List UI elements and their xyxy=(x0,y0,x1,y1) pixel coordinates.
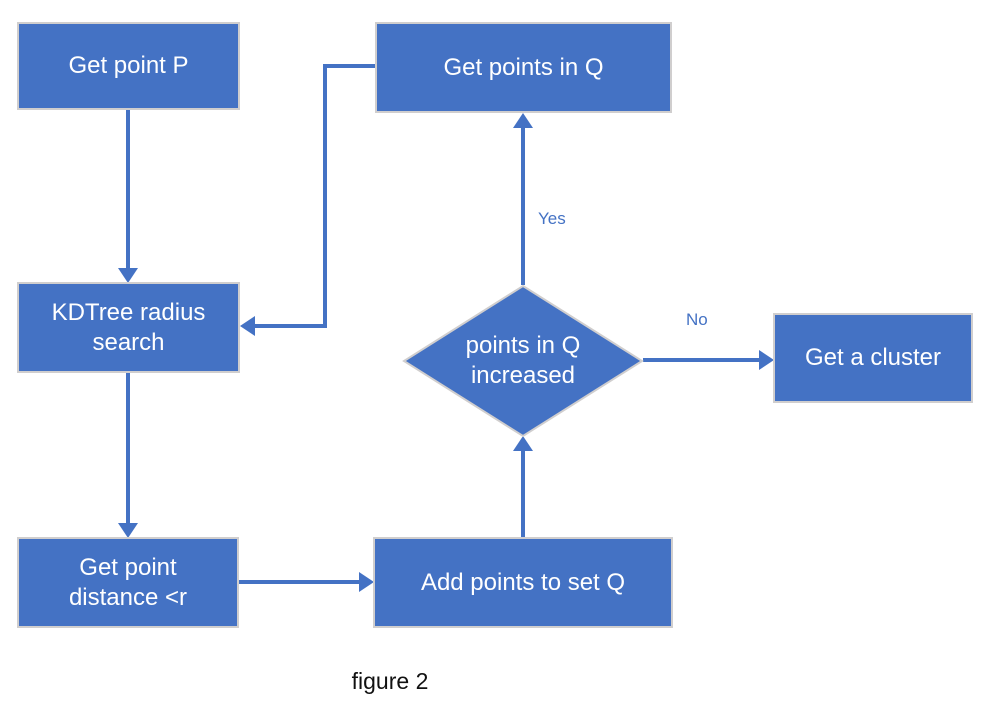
node-add-points-to-set-q: Add points to set Q xyxy=(373,537,673,628)
edge-getpointp-to-kdtree xyxy=(118,110,138,283)
decision-diamond-shape xyxy=(402,284,644,438)
arrowhead-left-icon xyxy=(240,316,255,336)
node-get-a-cluster-label: Get a cluster xyxy=(804,344,942,371)
node-get-a-cluster: Get a cluster xyxy=(773,313,973,403)
edge-addpoints-to-decision xyxy=(513,436,533,537)
node-get-point-p-label: Get point P xyxy=(68,52,189,79)
node-get-point-distance-label: Get point distance <r xyxy=(68,553,188,611)
arrowhead-up-icon xyxy=(513,436,533,451)
edge-decision-to-getpointsinq-yes xyxy=(513,113,533,285)
edge-kdtree-to-distance xyxy=(118,373,138,538)
arrowhead-right-icon xyxy=(359,572,374,592)
node-points-in-q-increased-label: points in Q increased xyxy=(465,332,581,389)
edge-decision-to-cluster-no xyxy=(643,350,774,370)
edge-getpointsinq-to-kdtree-loop xyxy=(240,64,375,336)
node-kdtree-radius-search: KDTree radius search xyxy=(17,282,240,373)
edge-label-no: No xyxy=(686,310,708,329)
node-get-point-p: Get point P xyxy=(17,22,240,110)
node-kdtree-radius-search-label: KDTree radius search xyxy=(51,298,206,356)
arrowhead-up-icon xyxy=(513,113,533,128)
edge-label-yes: Yes xyxy=(538,209,566,228)
arrowhead-down-icon xyxy=(118,268,138,283)
node-get-points-in-q-label: Get points in Q xyxy=(443,53,604,81)
edge-distance-to-addpoints xyxy=(239,572,374,592)
node-points-in-q-increased: points in Q increased xyxy=(403,285,643,437)
arrowhead-down-icon xyxy=(118,523,138,538)
node-get-point-distance: Get point distance <r xyxy=(17,537,239,628)
figure-caption: figure 2 xyxy=(351,668,429,694)
node-add-points-to-set-q-label: Add points to set Q xyxy=(420,568,626,596)
arrowhead-right-icon xyxy=(759,350,774,370)
node-get-points-in-q: Get points in Q xyxy=(375,22,672,113)
